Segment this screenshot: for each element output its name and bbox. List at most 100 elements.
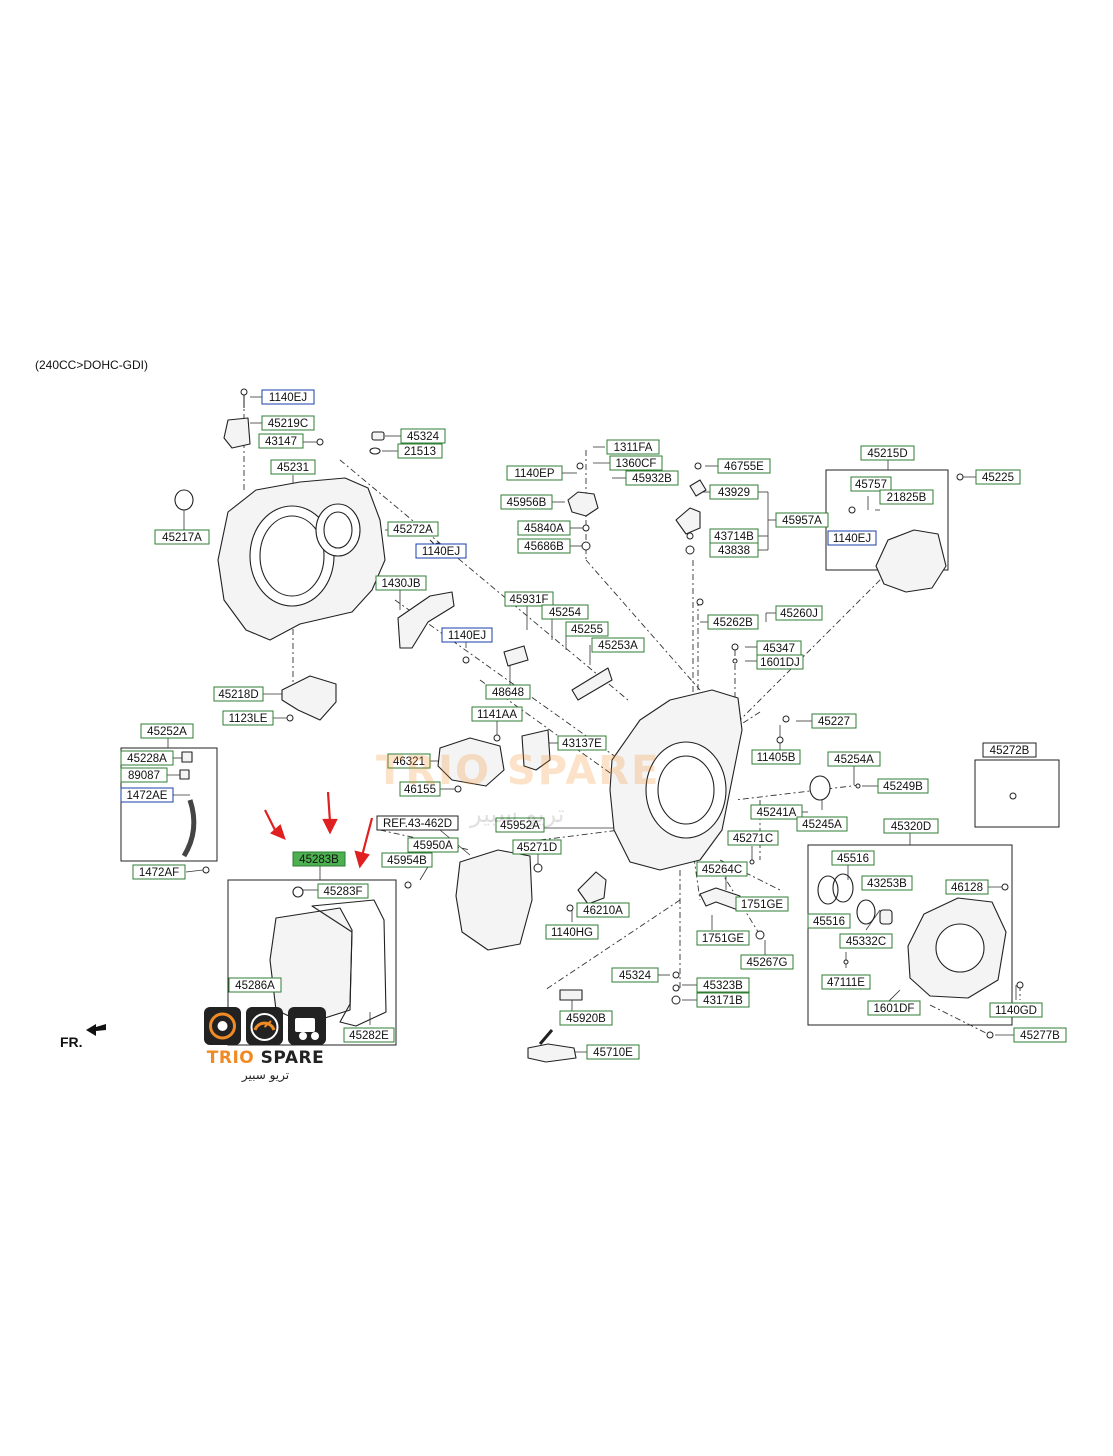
vent-hose-illustration — [181, 799, 197, 858]
part-label-43137e: 43137E — [557, 735, 607, 751]
part-label-45282e: 45282E — [343, 1027, 395, 1043]
part-label-45271c: 45271C — [727, 830, 779, 846]
part-label-45272b: 45272B — [982, 742, 1037, 758]
brand-name: TRIO SPARE — [203, 1048, 328, 1068]
valve-body-bracket-illustration — [875, 529, 947, 593]
part-label-box — [861, 875, 913, 891]
front-arrow-icon — [86, 1024, 106, 1036]
part-label-box — [213, 686, 264, 702]
part-number-text: 43137E — [562, 738, 602, 750]
part-number-text: 45272B — [990, 745, 1030, 757]
part-label-48648: 48648 — [485, 684, 531, 700]
part-label-box — [120, 787, 174, 803]
part-label-45283f: 45283F — [317, 883, 369, 899]
part-label-1141aa: 1141AA — [471, 706, 523, 722]
part-number-text: 1140EJ — [269, 392, 307, 404]
part-label-box — [709, 484, 759, 500]
part-number-text: 43171B — [703, 995, 743, 1007]
part-number-text: 47111E — [827, 977, 865, 989]
part-label-box — [140, 723, 194, 739]
oil-pipe-illustration — [699, 887, 741, 911]
part-label-box — [696, 992, 750, 1008]
part-number-text: 45254 — [549, 607, 582, 619]
part-number-text: 45323B — [703, 980, 743, 992]
o-ring-illustration — [817, 875, 839, 905]
part-label-box — [811, 713, 857, 729]
part-label-box — [375, 575, 427, 591]
part-label-box — [860, 445, 915, 461]
part-number-text: 45252A — [147, 726, 187, 738]
part-illustrations — [174, 388, 1024, 1063]
part-label-1360cf: 1360CF — [609, 455, 663, 471]
part-number-text: 45253A — [598, 640, 638, 652]
watermark-brand: TRIO SPARE — [376, 748, 661, 794]
brand-logo: TRIO SPARE تريو سبير — [203, 1006, 328, 1086]
part-label-box — [945, 879, 989, 895]
part-label-box — [400, 428, 446, 444]
part-label-box — [586, 1044, 640, 1060]
part-number-text: 1140EP — [514, 468, 554, 480]
part-label-45840a: 45840A — [517, 520, 571, 536]
part-number-text: 1140EJ — [448, 630, 486, 642]
brand-name-prefix: TRIO — [206, 1048, 255, 1068]
part-label-box — [376, 815, 459, 831]
part-number-text: 1140HG — [551, 927, 593, 939]
part-label-box — [883, 818, 939, 834]
part-label-45283b: 45283B — [292, 851, 346, 867]
part-number-text: 1123LE — [229, 713, 268, 725]
solenoid-illustration — [567, 491, 599, 517]
part-label-45932b: 45932B — [625, 470, 679, 486]
part-number-text: 46210A — [583, 905, 623, 917]
part-label-box — [611, 967, 659, 983]
part-label-box — [740, 954, 794, 970]
part-number-text: 45324 — [407, 431, 440, 443]
part-label-box — [879, 489, 934, 505]
part-number-text: 1601DF — [874, 1003, 915, 1015]
part-number-text: 45271C — [733, 833, 773, 845]
part-number-text: 1430JB — [381, 578, 420, 590]
part-label-1140gd: 1140GD — [989, 1002, 1043, 1018]
part-number-text: 45286A — [235, 980, 275, 992]
part-number-text: 45516 — [813, 916, 845, 928]
part-number-text: 43838 — [718, 545, 750, 557]
part-label-45324: 45324 — [611, 967, 659, 983]
part-label-45277b: 45277B — [1013, 1027, 1067, 1043]
part-label-box — [495, 817, 545, 833]
oil-pan-illustration — [269, 907, 353, 1025]
part-number-text: 45245A — [802, 819, 842, 831]
part-label-box — [317, 883, 369, 899]
part-label-1472ae: 1472AE — [120, 787, 174, 803]
group-frame-45272b — [974, 759, 1060, 828]
part-label-45272a: 45272A — [387, 521, 439, 537]
part-number-text: 45324 — [619, 970, 652, 982]
part-label-box — [709, 542, 759, 558]
part-number-text: 45267G — [747, 957, 788, 969]
part-number-text: 45225 — [982, 472, 1014, 484]
part-number-text: 45249B — [883, 781, 923, 793]
part-number-text: 1472AF — [139, 867, 179, 879]
part-label-45219c: 45219C — [261, 415, 315, 431]
part-label-box — [831, 850, 875, 866]
part-number-text: 43714B — [714, 531, 754, 543]
part-label-box — [506, 465, 563, 481]
part-number-text: 45950A — [413, 840, 453, 852]
part-label-21825b: 21825B — [879, 489, 934, 505]
part-label-45956b: 45956B — [500, 494, 553, 510]
part-label-45253a: 45253A — [591, 637, 645, 653]
part-number-text: 45218D — [218, 689, 258, 701]
part-number-text: 45757 — [855, 479, 887, 491]
part-number-text: 45272A — [393, 524, 433, 536]
part-number-text: 46128 — [951, 882, 983, 894]
part-number-text: 45931F — [509, 594, 548, 606]
part-label-box — [399, 781, 441, 797]
part-label-box — [821, 974, 871, 990]
part-label-45262b: 45262B — [707, 614, 759, 630]
part-label-45324: 45324 — [400, 428, 446, 444]
part-label-box — [796, 816, 848, 832]
part-label-box — [565, 621, 609, 637]
part-label-box — [867, 1000, 921, 1016]
part-number-text: 45686B — [524, 541, 564, 553]
part-label-box — [154, 529, 210, 545]
part-label-46755e: 46755E — [717, 458, 771, 474]
